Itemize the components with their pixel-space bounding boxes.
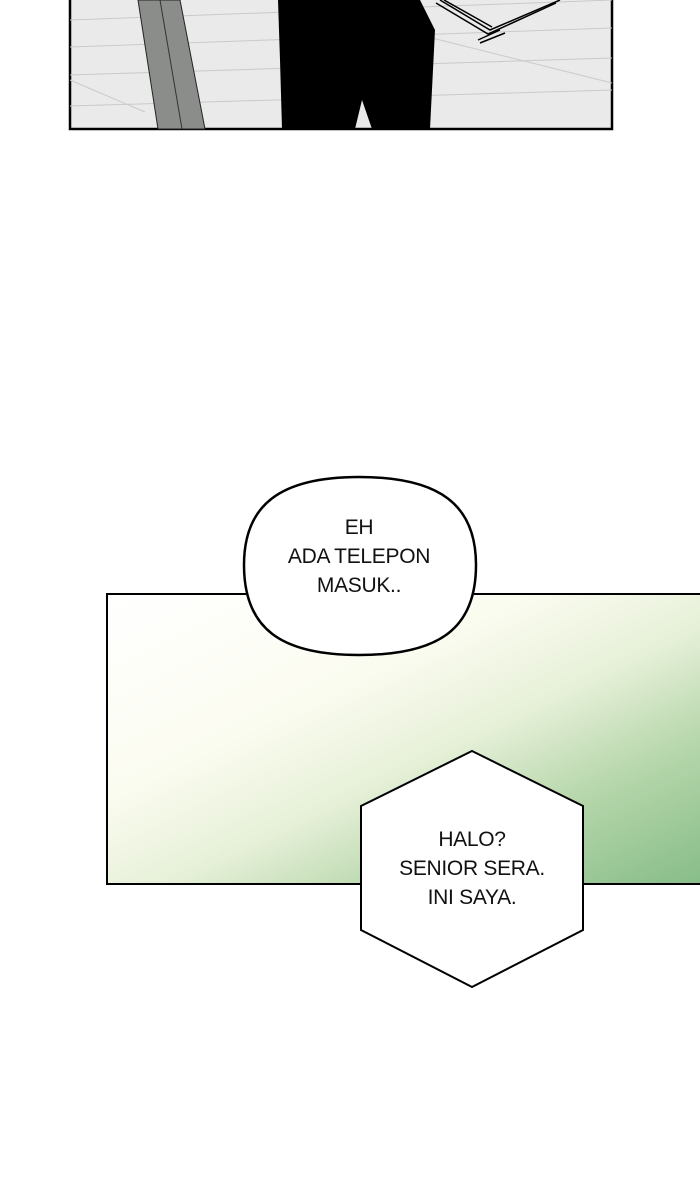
bubble-line: EH <box>344 516 374 539</box>
top-panel <box>68 0 614 131</box>
bubble-line: MASUK.. <box>316 574 402 597</box>
bubble-line: ADA TELEPON <box>287 545 431 568</box>
speech-bubble-round <box>242 475 478 657</box>
bubble-text-1: EH ADA TELEPON MASUK.. <box>259 513 459 600</box>
speech-bubble-hexagon <box>360 749 584 989</box>
bubble-line: INI SAYA. <box>427 886 517 909</box>
bubble-text-2: HALO? SENIOR SERA. INI SAYA. <box>372 825 572 912</box>
bubble-line: HALO? <box>438 828 506 851</box>
bubble-line: SENIOR SERA. <box>399 857 545 880</box>
legs-silhouette <box>278 0 435 129</box>
